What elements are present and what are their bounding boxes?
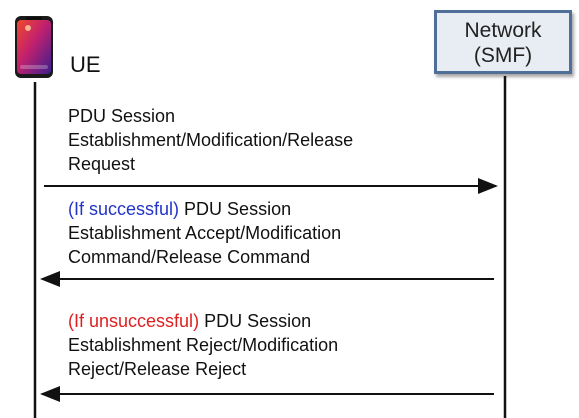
accept-message: (If successful) PDU Session Establishmen…: [68, 197, 341, 269]
request-line-2: Establishment/Modification/Release: [68, 130, 354, 150]
request-message: PDU Session Establishment/Modification/R…: [68, 104, 353, 176]
reject-message: (If unsuccessful) PDU Session Establishm…: [68, 309, 338, 381]
request-line-3: Request: [68, 154, 136, 174]
failure-condition: If unsuccessful: [74, 311, 194, 331]
smartphone-icon: [15, 16, 53, 78]
reject-line-2: Establishment Reject/Modification: [68, 335, 339, 355]
network-smf-box: Network (SMF): [434, 10, 572, 74]
ue-label: UE: [70, 52, 101, 77]
network-sublabel: (SMF): [473, 44, 533, 67]
accept-line-1: (If successful) PDU Session: [68, 199, 292, 219]
reject-line-1: (If unsuccessful) PDU Session: [68, 311, 312, 331]
reject-line-1-rest: PDU Session: [199, 311, 312, 331]
network-label: Network: [464, 19, 542, 42]
accept-line-1-rest: PDU Session: [179, 199, 292, 219]
request-line-1: PDU Session: [68, 106, 176, 126]
accept-line-2: Establishment Accept/Modification: [68, 223, 342, 243]
success-condition: If successful: [74, 199, 174, 219]
reject-line-3: Reject/Release Reject: [68, 359, 247, 379]
accept-line-3: Command/Release Command: [68, 247, 311, 267]
